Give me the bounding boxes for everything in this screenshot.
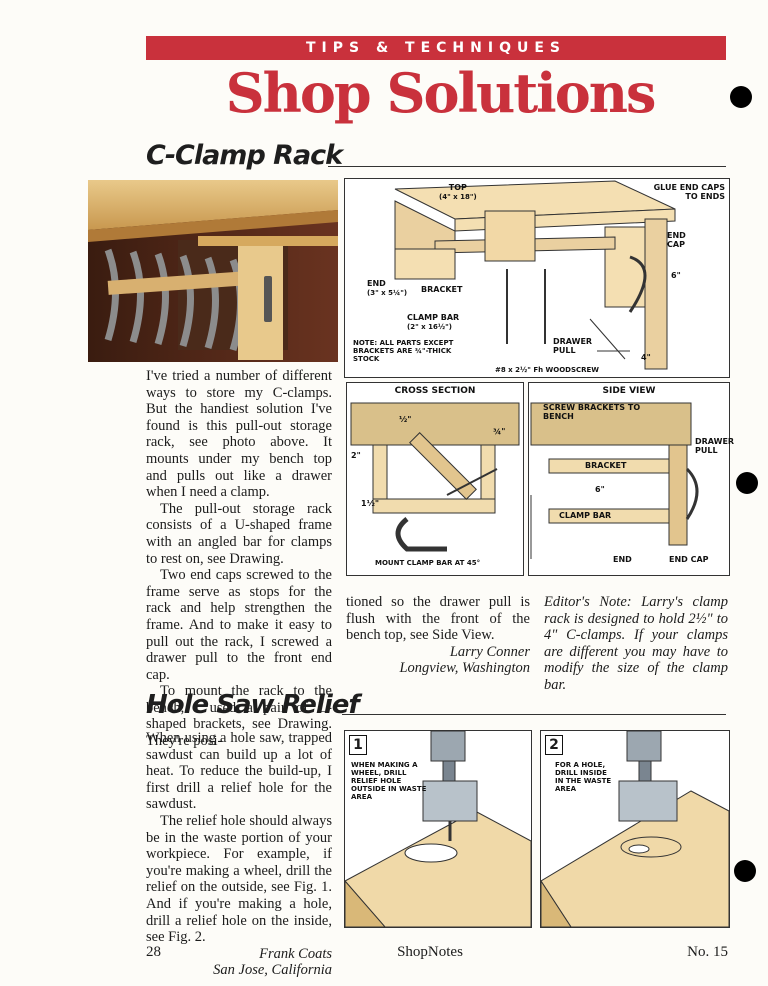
hole-saw-title: Hole Saw Relief — [146, 690, 360, 720]
side-view-title: SIDE VIEW — [602, 386, 656, 396]
title-rule — [328, 166, 726, 167]
paragraph: tioned so the drawer pull is flush with … — [346, 594, 530, 644]
paragraph: Two end caps screwed to the frame serve … — [146, 567, 332, 683]
clamp-rack-title: C-Clamp Rack — [146, 140, 343, 171]
dim-two: 2" — [351, 451, 361, 460]
registration-mark — [734, 860, 756, 882]
side-end-label: END — [613, 555, 632, 564]
figure-2: 2 FOR A HOLE, DRILL INSIDE IN THE WASTE … — [540, 730, 730, 928]
page-title: Shop Solutions — [225, 61, 657, 125]
figure-number: 1 — [349, 735, 367, 755]
end-dim: (3" x 5¼") — [367, 289, 408, 297]
editor-note: Editor's Note: Larry's clamp rack is des… — [544, 594, 728, 693]
hole-saw-body: When using a hole saw, trapped sawdust c… — [146, 730, 332, 979]
clamp-bar-label: CLAMP BAR — [407, 313, 460, 322]
note-glue: GLUE END CAPS TO ENDS — [653, 183, 725, 201]
page-number: 28 — [146, 944, 161, 960]
clamp-rack-continued: tioned so the drawer pull is flush with … — [346, 594, 530, 677]
screw-label: #8 x 2½" Fh WOODSCREW — [495, 366, 600, 374]
figure-1: 1 WHEN MAKING A WHEEL, DRILL RELIEF HOLE… — [344, 730, 532, 928]
screw-brackets-label: SCREW BRACKETS TO BENCH — [543, 403, 641, 421]
section-banner: TIPS & TECHNIQUES — [146, 36, 726, 60]
side-dim-six: 6" — [595, 485, 605, 494]
paragraph: The relief hole should always be in the … — [146, 812, 332, 946]
dim-half: ½" — [399, 415, 412, 424]
dim-three-quarter: ¾" — [493, 427, 506, 436]
paragraph: When using a hole saw, trapped sawdust c… — [146, 730, 332, 813]
clamp-bar-dim: (2" x 16½") — [407, 323, 452, 331]
dim-six: 6" — [671, 271, 681, 280]
registration-mark — [730, 86, 752, 108]
cross-section-panel: CROSS SECTION ½" ¾" 2" 1½" MOUNT CLAMP B… — [346, 382, 524, 576]
drawer-pull-label: DRAWER PULL — [553, 337, 593, 355]
side-view-panel: SIDE VIEW SCREW BRACKETS TO BENCH DRAWER… — [528, 382, 735, 576]
top-dim: (4" x 18") — [439, 193, 477, 201]
clamp-rack-photo — [88, 180, 338, 362]
magazine-name: ShopNotes — [397, 944, 463, 960]
title-rule — [342, 714, 726, 715]
paragraph: The pull-out storage rack consists of a … — [146, 500, 332, 567]
cross-section-title: CROSS SECTION — [394, 386, 476, 396]
top-label: TOP — [448, 183, 467, 192]
author-location: Longview, Washington — [399, 660, 530, 677]
side-drawer-pull-label: DRAWER PULL — [695, 437, 735, 455]
end-cap-label: END CAP — [667, 231, 686, 249]
paragraph: To mount the rack to the bench, I used a… — [146, 683, 332, 750]
side-bracket-label: BRACKET — [585, 461, 627, 470]
end-label: END — [367, 279, 386, 288]
clamp-rack-body: I've tried a number of different ways to… — [146, 368, 332, 750]
dim-four: 4" — [641, 353, 651, 362]
issue-number: No. 15 — [687, 944, 728, 960]
figure-1-label: WHEN MAKING A WHEEL, DRILL RELIEF HOLE O… — [351, 761, 427, 801]
figure-2-label: FOR A HOLE, DRILL INSIDE IN THE WASTE AR… — [555, 761, 612, 793]
author-location: San Jose, California — [213, 962, 332, 979]
note-parts: NOTE: ALL PARTS EXCEPT BRACKETS ARE ¾"-T… — [353, 339, 454, 363]
side-end-cap-label: END CAP — [669, 555, 709, 564]
mount-label: MOUNT CLAMP BAR AT 45° — [375, 559, 481, 567]
bracket-label: BRACKET — [421, 285, 463, 294]
author: Larry Conner — [449, 643, 530, 660]
author: Frank Coats — [259, 945, 332, 962]
paragraph: I've tried a number of different ways to… — [146, 368, 332, 501]
registration-mark — [736, 472, 758, 494]
exploded-drawing: TOP(4" x 18") GLUE END CAPS TO ENDS END … — [344, 178, 730, 378]
dim-one-half: 1½" — [361, 499, 380, 508]
side-clamp-bar-label: CLAMP BAR — [559, 511, 612, 520]
figure-number: 2 — [545, 735, 563, 755]
